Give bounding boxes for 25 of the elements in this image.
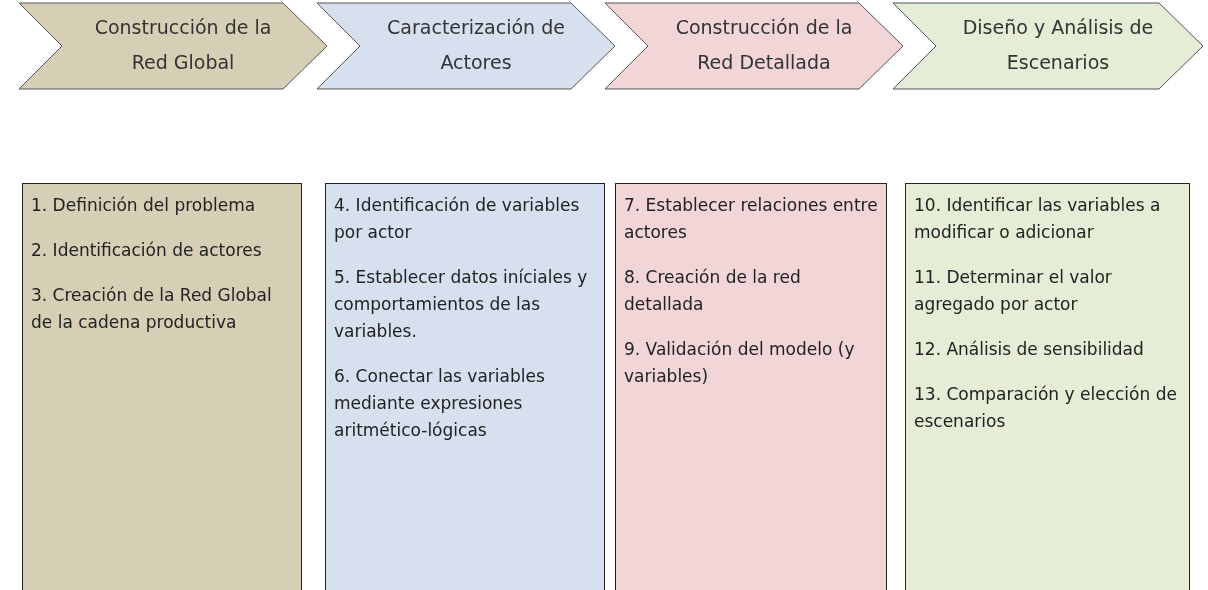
- step-text: 2. Identificación de actores: [31, 239, 263, 262]
- stage-title: Construcción de la Red Detallada: [674, 15, 854, 75]
- step-list-box: [22, 183, 302, 590]
- step-text: 1. Definición del problema: [31, 194, 257, 217]
- step-text: 12. Análisis de sensibilidad: [914, 338, 1145, 361]
- step-list-box: [615, 183, 887, 590]
- step-text: 7. Establecer relaciones entre actores: [624, 194, 879, 244]
- chevron-shape: [316, 2, 616, 90]
- step-text: 3. Creación de la Red Global de la cadena productiva: [31, 284, 273, 334]
- chevron-shape: [18, 2, 328, 90]
- step-text: 13. Comparación y elección de escenarios: [914, 383, 1178, 433]
- step-list-box: [905, 183, 1190, 590]
- chevron-shape: [892, 2, 1204, 90]
- step-text: 9. Validación del modelo (y variables): [624, 338, 856, 388]
- step-text: 10. Identificar las variables a modificar o adicionar: [914, 194, 1162, 244]
- step-text: 8. Creación de la red detallada: [624, 266, 802, 316]
- step-text: 6. Conectar las variables mediante expresiones aritmético-lógicas: [334, 365, 546, 442]
- chevron-shape: [604, 2, 904, 90]
- stage-title: Construcción de la Red Global: [93, 15, 273, 75]
- step-text: 4. Identificación de variables por actor: [334, 194, 581, 244]
- step-text: 11. Determinar el valor agregado por actor: [914, 266, 1113, 316]
- step-text: 5. Establecer datos iníciales y comportamientos de las variables.: [334, 266, 589, 343]
- stage-title: Diseño y Análisis de Escenarios: [961, 15, 1155, 75]
- stage-title: Caracterización de Actores: [386, 15, 566, 75]
- step-list-box: [325, 183, 605, 590]
